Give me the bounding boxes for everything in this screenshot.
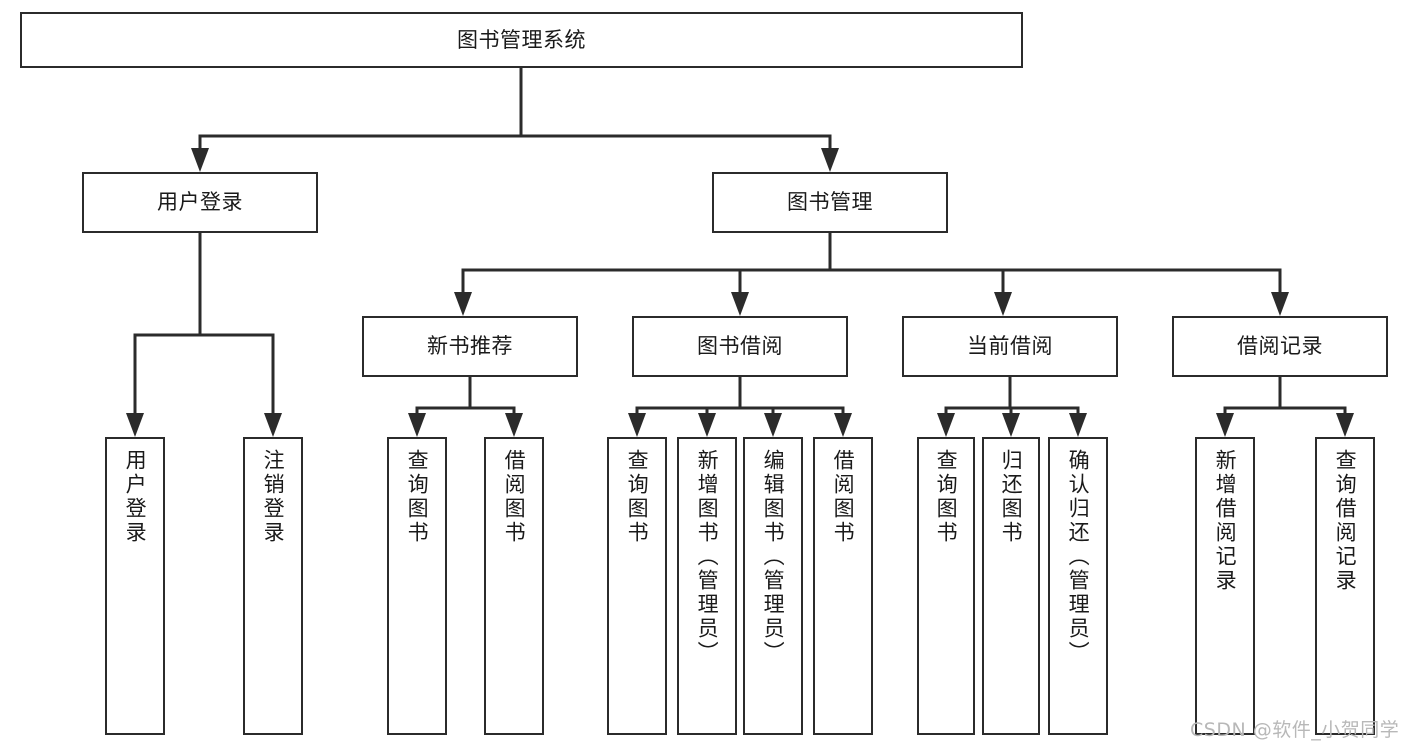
arrowhead-root-bus-1: [821, 148, 839, 172]
arrowhead-borrow-record-bus-1: [1336, 413, 1354, 437]
arrowhead-book-borrow-bus-2: [764, 413, 782, 437]
node-label: 图书管理系统: [457, 27, 586, 52]
node-label: 借阅图书: [831, 449, 856, 545]
arrowhead-book-manage-bus-0: [454, 292, 472, 316]
arrowhead-root-bus-0: [191, 148, 209, 172]
node-leaf-query-book-2[interactable]: 查询图书: [607, 437, 667, 735]
node-label: 图书借阅: [697, 334, 783, 359]
node-leaf-user-login[interactable]: 用户登录: [105, 437, 165, 735]
node-root[interactable]: 图书管理系统: [20, 12, 1023, 68]
node-label: 新增借阅记录: [1213, 449, 1238, 593]
node-label: 新增图书（管理员）: [695, 449, 720, 665]
node-leaf-query-record[interactable]: 查询借阅记录: [1315, 437, 1375, 735]
node-label: 确认归还（管理员）: [1066, 449, 1091, 665]
node-book-manage[interactable]: 图书管理: [712, 172, 948, 233]
node-leaf-user-logout[interactable]: 注销登录: [243, 437, 303, 735]
node-leaf-borrow-book-1[interactable]: 借阅图书: [484, 437, 544, 735]
node-current-borrow[interactable]: 当前借阅: [902, 316, 1118, 377]
arrowhead-current-borrow-bus-1: [1002, 413, 1020, 437]
node-label: 当前借阅: [967, 334, 1053, 359]
node-leaf-confirm-return[interactable]: 确认归还（管理员）: [1048, 437, 1108, 735]
arrowhead-user-login-bus-1: [264, 413, 282, 437]
node-leaf-return-book[interactable]: 归还图书: [982, 437, 1040, 735]
csdn-watermark: CSDN @软件_小贺同学: [1190, 719, 1400, 741]
node-leaf-query-book-3[interactable]: 查询图书: [917, 437, 975, 735]
arrowhead-book-manage-bus-2: [994, 292, 1012, 316]
arrowhead-new-book-rec-bus-1: [505, 413, 523, 437]
node-label: 查询图书: [625, 449, 650, 545]
node-label: 注销登录: [261, 449, 286, 545]
arrowhead-book-borrow-bus-3: [834, 413, 852, 437]
node-leaf-add-record[interactable]: 新增借阅记录: [1195, 437, 1255, 735]
arrowhead-book-borrow-bus-0: [628, 413, 646, 437]
node-new-book-rec[interactable]: 新书推荐: [362, 316, 578, 377]
arrowhead-current-borrow-bus-0: [937, 413, 955, 437]
node-borrow-record[interactable]: 借阅记录: [1172, 316, 1388, 377]
node-leaf-edit-book[interactable]: 编辑图书（管理员）: [743, 437, 803, 735]
node-label: 查询借阅记录: [1333, 449, 1358, 593]
node-label: 用户登录: [157, 190, 243, 215]
arrowhead-current-borrow-bus-2: [1069, 413, 1087, 437]
node-label: 图书管理: [787, 190, 873, 215]
node-leaf-query-book-1[interactable]: 查询图书: [387, 437, 447, 735]
arrowhead-user-login-bus-0: [126, 413, 144, 437]
node-label: 编辑图书（管理员）: [761, 449, 786, 665]
arrowhead-new-book-rec-bus-0: [408, 413, 426, 437]
arrowhead-book-manage-bus-3: [1271, 292, 1289, 316]
node-label: 归还图书: [999, 449, 1024, 545]
node-label: 新书推荐: [427, 334, 513, 359]
arrowhead-book-manage-bus-1: [731, 292, 749, 316]
node-leaf-add-book[interactable]: 新增图书（管理员）: [677, 437, 737, 735]
arrowhead-book-borrow-bus-1: [698, 413, 716, 437]
node-label: 查询图书: [405, 449, 430, 545]
node-leaf-borrow-book-2[interactable]: 借阅图书: [813, 437, 873, 735]
arrowhead-borrow-record-bus-0: [1216, 413, 1234, 437]
node-user-login[interactable]: 用户登录: [82, 172, 318, 233]
node-label: 用户登录: [123, 449, 148, 545]
node-book-borrow[interactable]: 图书借阅: [632, 316, 848, 377]
node-label: 借阅记录: [1237, 334, 1323, 359]
node-label: 借阅图书: [502, 449, 527, 545]
node-label: 查询图书: [934, 449, 959, 545]
